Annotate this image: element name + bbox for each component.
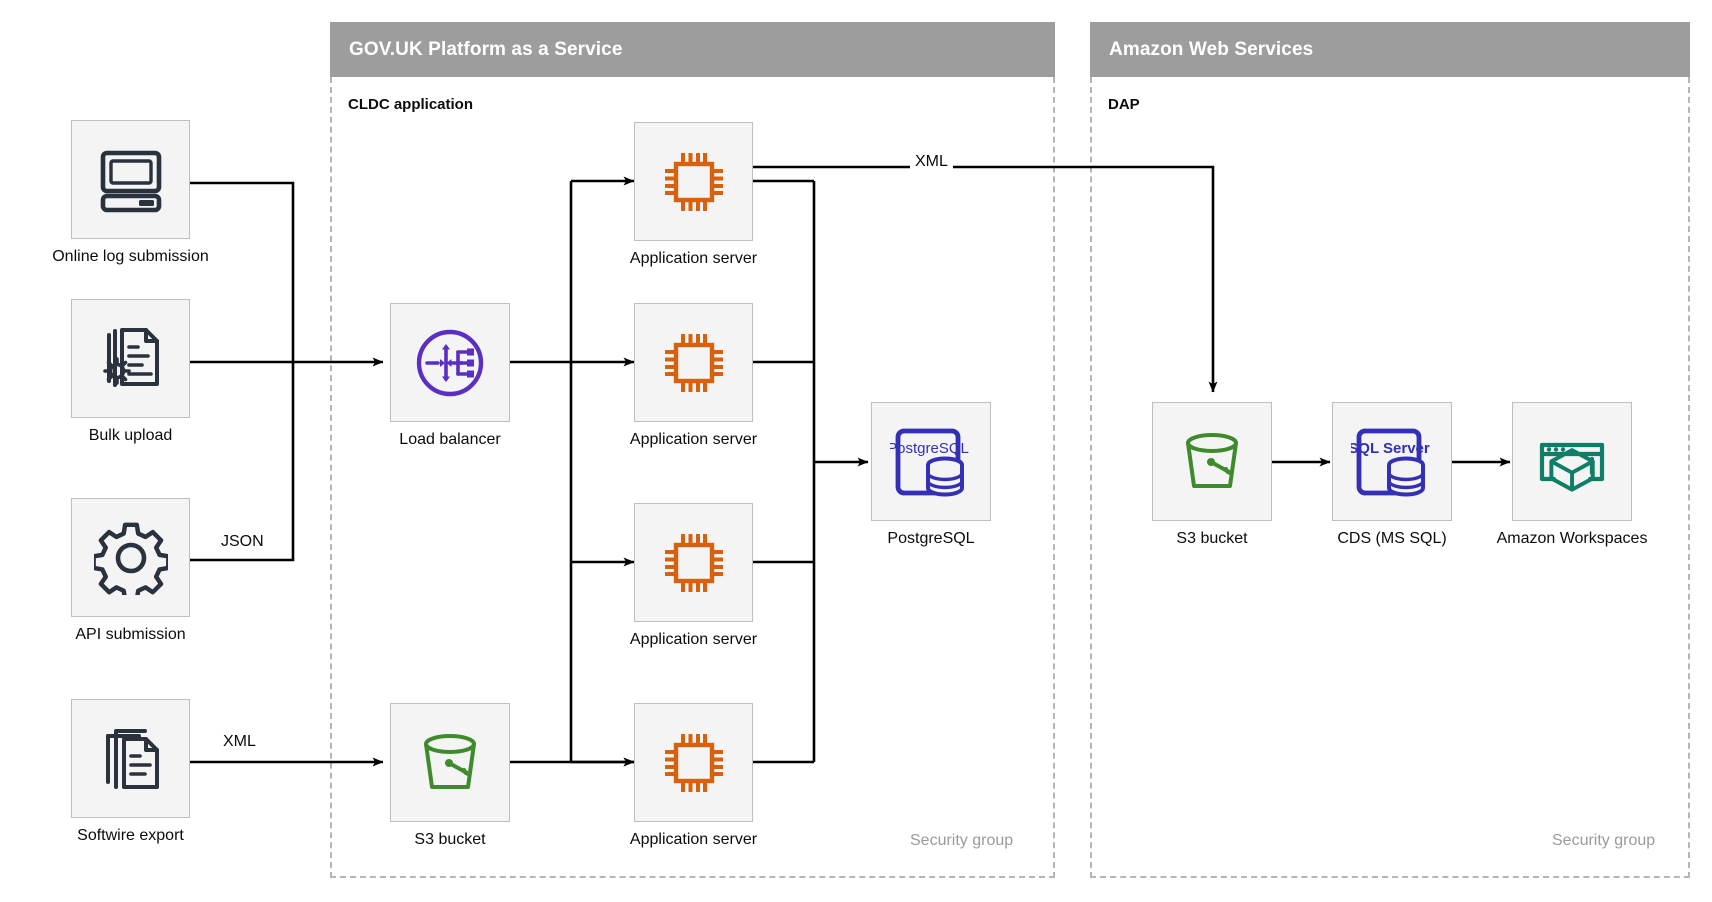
document-stack-icon: [105, 728, 159, 789]
zone-title-aws: Amazon Web Services: [1109, 38, 1314, 60]
edge-label-json: JSON: [216, 533, 269, 551]
s3-bucket-icon: [424, 733, 476, 789]
cpu-chip-icon: [664, 733, 723, 792]
node-label: Application server: [629, 431, 758, 448]
zone-subtitle-paas: CLDC application: [348, 96, 474, 113]
postgresql-icon-text: PostgreSQL: [890, 440, 969, 457]
node-online-log-submission[interactable]: Online log submission: [52, 120, 209, 265]
zone-title-paas: GOV.UK Platform as a Service: [349, 38, 623, 60]
node-label: S3 bucket: [414, 831, 486, 848]
zone-subtitle-aws: DAP: [1108, 96, 1140, 113]
node-label: Amazon Workspaces: [1496, 530, 1648, 547]
node-label: API submission: [75, 626, 186, 643]
node-cds-ms-sql[interactable]: SQL Server CDS (MS SQL): [1332, 402, 1452, 547]
s3-bucket-icon: [1186, 432, 1238, 488]
desktop-computer-icon: [100, 150, 161, 212]
node-s3-bucket-aws[interactable]: S3 bucket: [1152, 402, 1272, 547]
gear-icon: [93, 522, 168, 595]
node-label: PostgreSQL: [887, 530, 975, 547]
cpu-chip-icon: [664, 333, 723, 392]
node-app-server-2[interactable]: Application server: [630, 303, 757, 448]
workspaces-icon: [1539, 442, 1605, 492]
sql-server-icon-text: SQL Server: [1351, 440, 1430, 457]
node-load-balancer[interactable]: Load balancer: [390, 303, 510, 448]
node-label: Bulk upload: [88, 427, 173, 444]
node-app-server-3[interactable]: Application server: [630, 503, 757, 648]
zone-body-paas: [330, 77, 1055, 878]
edge-label-xml-transfer: XML: [910, 153, 953, 171]
cpu-chip-icon: [664, 152, 723, 211]
zone-header-aws: Amazon Web Services: [1090, 22, 1690, 77]
node-s3-bucket-paas[interactable]: S3 bucket: [390, 703, 510, 848]
node-label: Application server: [629, 250, 758, 267]
node-app-server-4[interactable]: Application server: [630, 703, 757, 848]
sql-server-icon: SQL Server: [1351, 428, 1430, 496]
node-label: Application server: [629, 831, 758, 848]
node-softwire-export[interactable]: Softwire export: [71, 699, 190, 844]
node-label: Online log submission: [52, 248, 209, 265]
postgresql-icon: PostgreSQL: [890, 428, 969, 496]
node-label: Load balancer: [399, 431, 501, 448]
security-group-label-paas: Security group: [910, 832, 1014, 849]
node-label: Application server: [629, 631, 758, 648]
security-group-label-aws: Security group: [1552, 832, 1656, 849]
node-app-server-1[interactable]: Application server: [630, 122, 757, 267]
edge-label-xml-source: XML: [218, 733, 261, 751]
node-bulk-upload[interactable]: Bulk upload: [71, 299, 190, 444]
node-postgresql[interactable]: PostgreSQL PostgreSQL: [871, 402, 991, 547]
node-label: CDS (MS SQL): [1337, 530, 1447, 547]
cpu-chip-icon: [664, 533, 723, 592]
node-label: Softwire export: [77, 827, 184, 844]
document-gear-icon: [102, 327, 159, 387]
zone-body-aws: [1090, 77, 1690, 878]
node-amazon-workspaces[interactable]: Amazon Workspaces: [1497, 402, 1647, 547]
node-api-submission[interactable]: API submission: [71, 498, 190, 643]
zone-header-paas: GOV.UK Platform as a Service: [330, 22, 1055, 77]
node-label: S3 bucket: [1176, 530, 1248, 547]
load-balancer-icon: [416, 329, 484, 396]
